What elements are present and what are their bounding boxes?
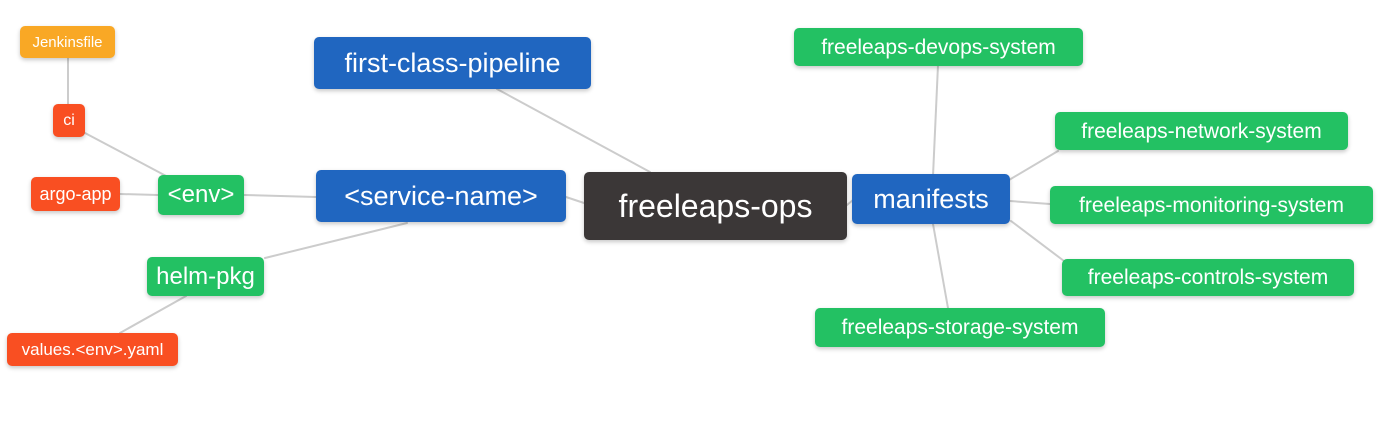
edge-manifests-storage [932,223,949,309]
node-freeleaps-ops[interactable]: freeleaps-ops [584,172,847,240]
edge-ci-env [84,132,169,178]
edge-pipeline-freeleaps-ops [496,88,651,173]
node-argo-app[interactable]: argo-app [31,177,120,211]
edge-manifests-devops [932,64,939,177]
edge-manifests-controls [1010,220,1065,262]
edge-helm-pkg-service-name [264,222,408,259]
edge-manifests-network [1008,150,1059,181]
node-values-env-yaml[interactable]: values.<env>.yaml [7,333,178,366]
edge-env-service-name [243,194,317,198]
edge-values-helm-pkg [119,295,187,334]
node-service-name[interactable]: <service-name> [316,170,566,222]
node-jenkinsfile[interactable]: Jenkinsfile [20,26,115,58]
node-env[interactable]: <env> [158,175,244,215]
edge-argo-app-env [119,193,159,196]
node-freeleaps-controls-system[interactable]: freeleaps-controls-system [1062,259,1354,296]
node-freeleaps-devops-system[interactable]: freeleaps-devops-system [794,28,1083,66]
node-freeleaps-monitoring-system[interactable]: freeleaps-monitoring-system [1050,186,1373,224]
node-freeleaps-network-system[interactable]: freeleaps-network-system [1055,112,1348,150]
node-freeleaps-storage-system[interactable]: freeleaps-storage-system [815,308,1105,347]
edge-manifests-monitoring [1009,200,1051,205]
node-helm-pkg[interactable]: helm-pkg [147,257,264,296]
node-first-class-pipeline[interactable]: first-class-pipeline [314,37,591,89]
edge-service-name-freeleaps-ops [565,196,585,204]
node-ci[interactable]: ci [53,104,85,137]
node-manifests[interactable]: manifests [852,174,1010,224]
